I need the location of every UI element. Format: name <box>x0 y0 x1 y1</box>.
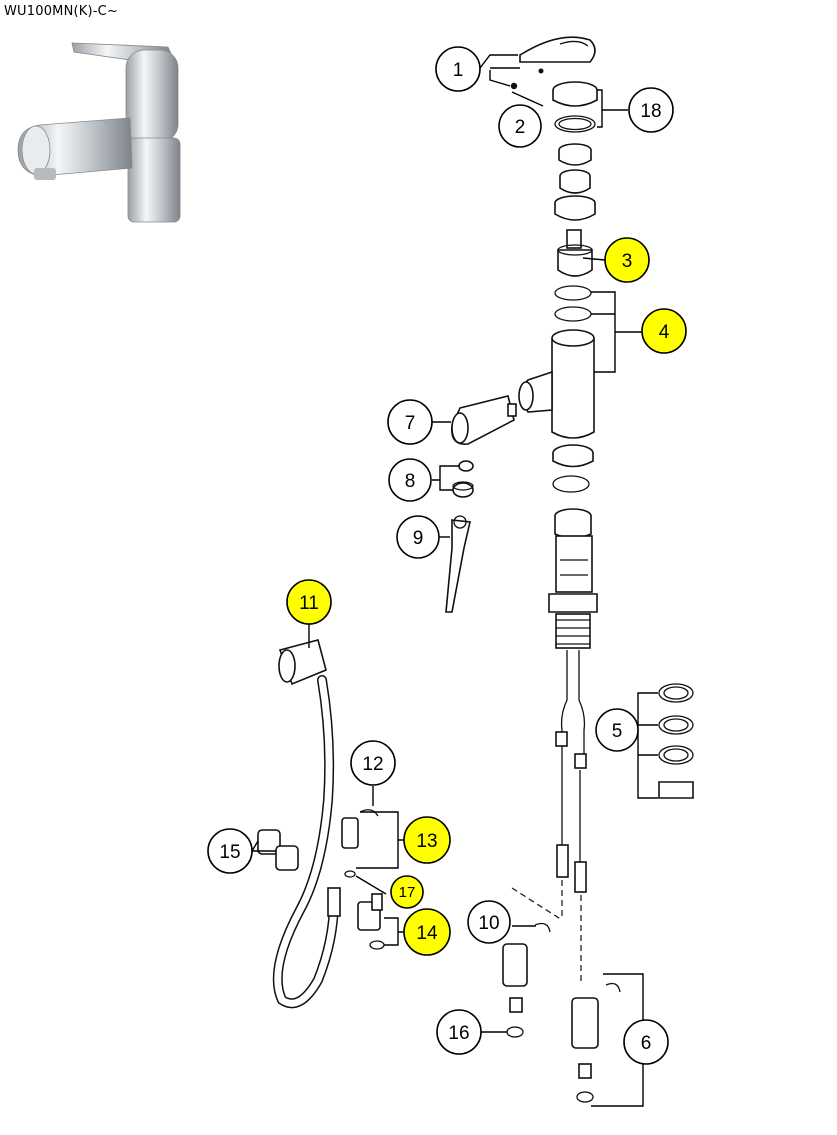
check-valve-assemblies <box>502 880 621 1103</box>
callout-5: 5 <box>595 708 639 752</box>
set-screw <box>510 82 518 90</box>
aerator-parts <box>452 460 474 498</box>
callout-number: 5 <box>612 721 623 742</box>
callout-number: 6 <box>641 1033 652 1054</box>
callout-circle <box>403 908 451 956</box>
callout-circle <box>387 399 433 445</box>
callout-8: 8 <box>388 458 432 502</box>
lower-rings <box>552 444 594 493</box>
callout-circle <box>396 515 440 559</box>
callout-number: 13 <box>416 831 437 852</box>
mounting-washers <box>658 683 694 799</box>
callout-number: 17 <box>399 884 416 901</box>
callout-circle <box>388 458 432 502</box>
callout-2: 2 <box>498 104 542 148</box>
callout-number: 2 <box>515 117 526 138</box>
callout-15: 15 <box>207 828 253 874</box>
o-ring-lower <box>554 306 592 322</box>
callout-number: 16 <box>448 1023 469 1044</box>
cartridge <box>557 229 593 277</box>
callout-circle <box>628 87 674 133</box>
callout-circle <box>604 237 650 283</box>
shank-assembly <box>548 508 598 649</box>
callout-circle <box>286 579 332 625</box>
pull-out-hose <box>272 639 341 1009</box>
hose-clips <box>257 829 299 871</box>
callout-circle <box>435 46 481 92</box>
service-tool <box>445 515 471 613</box>
callout-number: 12 <box>362 754 383 775</box>
callout-11: 11 <box>286 579 332 625</box>
callout-10: 10 <box>467 900 511 944</box>
callout-number: 4 <box>659 322 670 343</box>
callout-number: 3 <box>622 251 633 272</box>
callout-1: 1 <box>435 46 481 92</box>
o-ring-upper <box>554 285 592 301</box>
callout-number: 11 <box>299 593 319 614</box>
callout-16: 16 <box>436 1009 482 1055</box>
callout-circle <box>403 816 451 864</box>
callout-circle <box>498 104 542 148</box>
callout-number: 18 <box>640 101 661 122</box>
faucet-product-image <box>17 42 181 223</box>
callout-number: 15 <box>219 842 240 863</box>
callout-number: 9 <box>413 528 424 549</box>
hose-fittings <box>341 809 385 950</box>
callout-number: 7 <box>405 413 416 434</box>
callout-7: 7 <box>387 399 433 445</box>
callout-circle <box>623 1019 669 1065</box>
callout-13: 13 <box>403 816 451 864</box>
callout-number: 10 <box>478 913 499 934</box>
callout-number: 14 <box>416 923 438 944</box>
supply-hoses <box>555 650 587 893</box>
callout-6: 6 <box>623 1019 669 1065</box>
handle-lever <box>519 36 596 74</box>
callout-17: 17 <box>390 875 424 909</box>
callout-9: 9 <box>396 515 440 559</box>
callout-4: 4 <box>641 308 687 354</box>
spray-head <box>451 395 517 445</box>
callout-number: 1 <box>453 60 464 81</box>
callout-circle <box>436 1009 482 1055</box>
callout-3: 3 <box>604 237 650 283</box>
callout-circle <box>350 740 396 786</box>
callout-circle <box>595 708 639 752</box>
callout-circle <box>467 900 511 944</box>
callout-circle <box>390 875 424 909</box>
callout-circle <box>207 828 253 874</box>
model-code: WU100MN(K)-C~ <box>4 4 119 19</box>
callout-18: 18 <box>628 87 674 133</box>
callout-12: 12 <box>350 740 396 786</box>
faucet-body <box>518 329 595 439</box>
callout-circle <box>641 308 687 354</box>
callout-14: 14 <box>403 908 451 956</box>
callout-number: 8 <box>405 471 416 492</box>
stack-rings <box>552 81 598 221</box>
